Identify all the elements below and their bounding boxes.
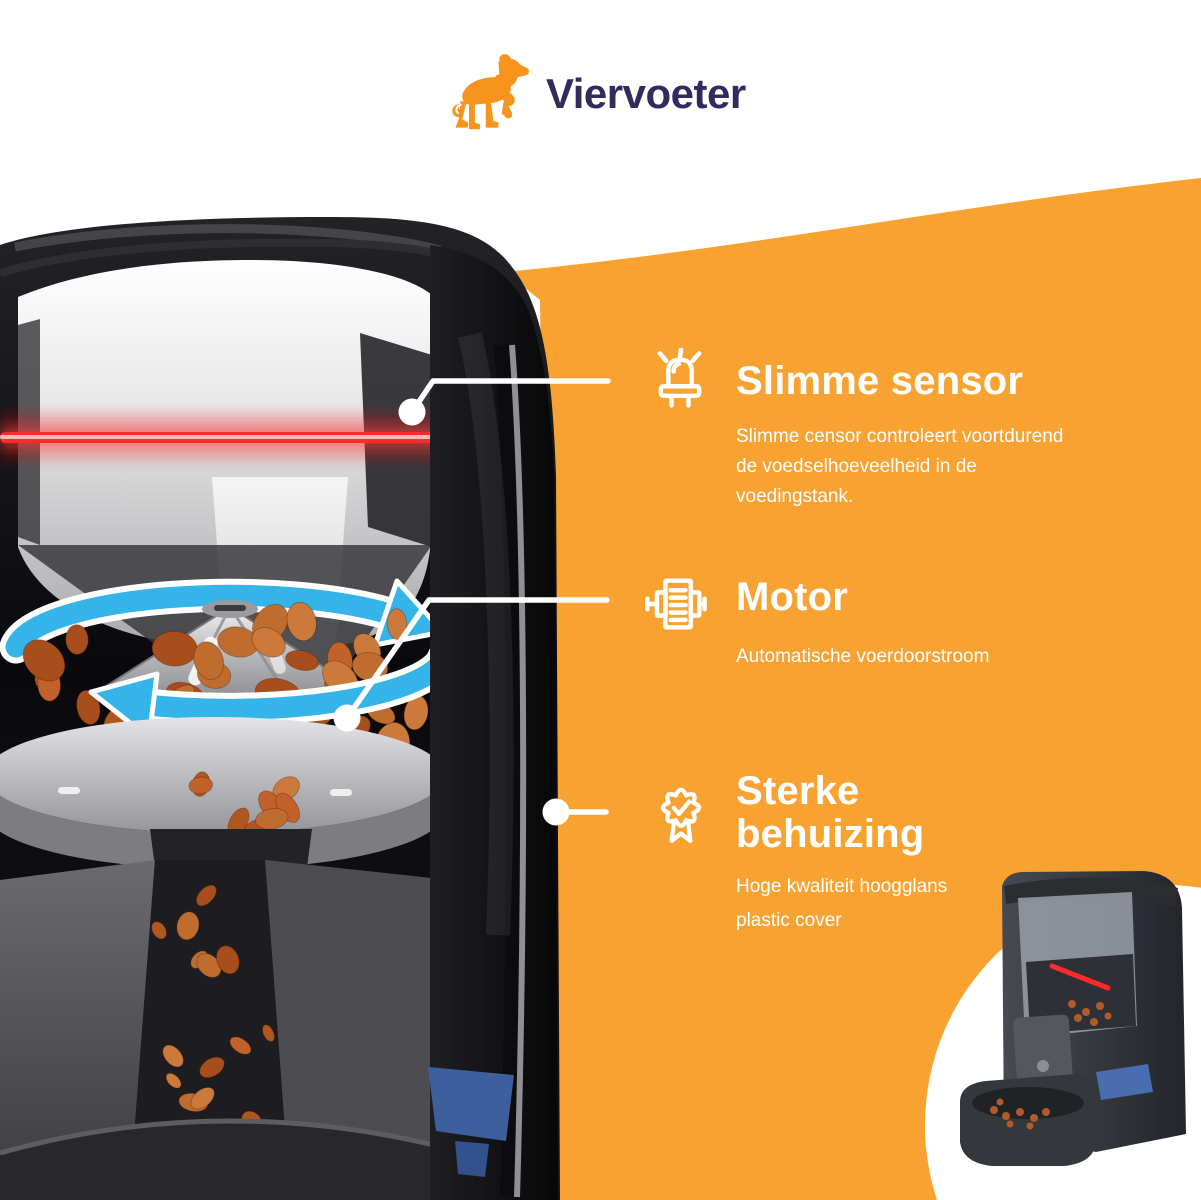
feature-title-sterke-behuizing: Sterke behuizing	[736, 769, 925, 856]
quality-badge-icon	[648, 778, 714, 852]
thumb-kibble-bowl	[990, 1098, 1050, 1130]
feature-body-motor: Automatische voerdoorstroom	[736, 646, 990, 667]
housing-right-wall	[430, 245, 558, 1200]
chute-left-wall	[0, 860, 155, 1190]
thumb-blue-part	[1096, 1064, 1153, 1100]
blue-mechanism-part	[428, 1067, 514, 1177]
feeder-cutaway-image	[0, 217, 560, 1200]
dog-icon	[452, 54, 530, 130]
thumb-laser	[1049, 963, 1111, 991]
brand-name: Viervoeter	[546, 70, 746, 117]
motor-icon	[640, 568, 712, 640]
chute-right-wall	[265, 860, 478, 1200]
led-sensor-icon	[646, 348, 714, 416]
thumb-kibble-inside	[1068, 1000, 1112, 1026]
feature-body-slimme-sensor: Slimme censor controleert voortdurend de…	[736, 426, 1064, 507]
feature-body-sterke-behuizing: Hoge kwaliteit hoogglans plastic cover	[736, 876, 948, 931]
bowl-front	[0, 1120, 480, 1200]
feature-title-slimme-sensor: Slimme sensor	[736, 359, 1024, 403]
platform-disc	[0, 717, 445, 869]
product-thumbnail-image	[960, 871, 1186, 1166]
brand-logo: Viervoeter	[448, 52, 746, 136]
feature-title-motor: Motor	[736, 575, 849, 619]
